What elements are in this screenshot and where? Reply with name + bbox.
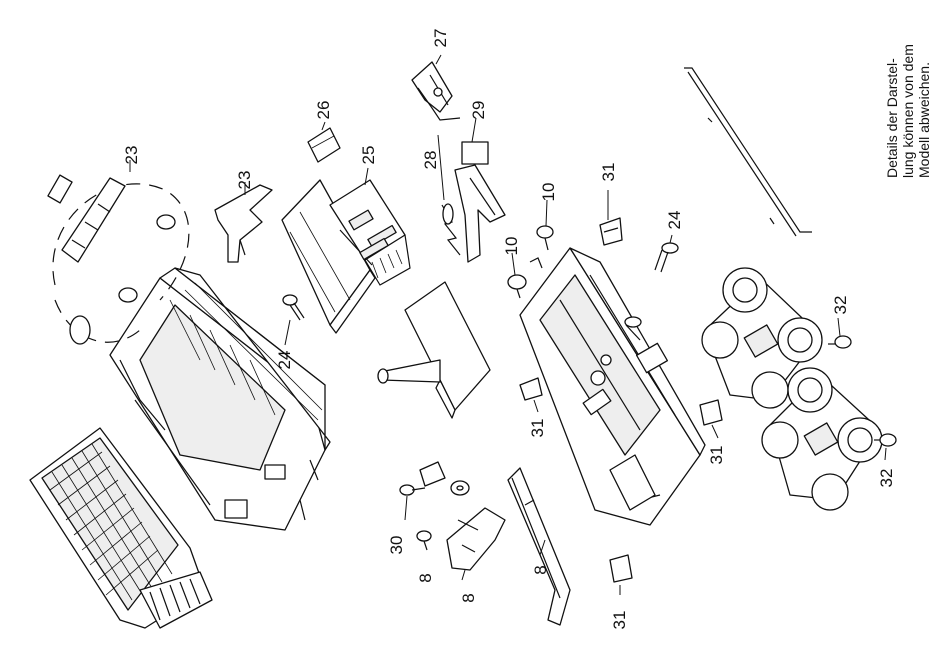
part-26-chip <box>308 128 340 162</box>
part-23-bracket <box>215 185 272 262</box>
label-23-b: 23 <box>235 171 254 190</box>
label-8-c: 8 <box>531 565 550 574</box>
label-32-b: 32 <box>877 469 896 488</box>
chassis-frame <box>520 248 705 525</box>
disclaimer-note: Details der Darstel- lung können von dem… <box>884 44 932 178</box>
handrail-rod <box>684 68 812 236</box>
part-31-clip-a <box>600 218 622 245</box>
label-28: 28 <box>421 151 440 170</box>
label-8-a: 8 <box>416 573 435 582</box>
label-31-a: 31 <box>599 163 618 182</box>
label-24-a: 24 <box>275 351 294 370</box>
part-8-long-bracket <box>508 468 570 625</box>
label-27: 27 <box>431 29 450 48</box>
part-28-spring <box>442 204 460 255</box>
part-31-clip-b <box>520 378 542 400</box>
part-31-clip-d <box>610 555 632 582</box>
part-30-screw <box>400 485 425 495</box>
label-31-d: 31 <box>610 611 629 630</box>
lever-and-washer <box>420 462 469 495</box>
label-8-b: 8 <box>459 593 478 602</box>
part-24-screw-b <box>655 243 678 272</box>
part-8-step <box>447 508 505 570</box>
label-32-a: 32 <box>831 296 850 315</box>
part-32-screw-a <box>828 336 851 348</box>
ballast-plate <box>378 282 490 418</box>
part-24-screw-a <box>283 295 304 320</box>
note-line-1: Details der Darstel- <box>884 58 900 178</box>
note-line-3: Modell abweichen. <box>916 62 932 178</box>
part-10-pin-a <box>537 226 553 250</box>
part-29-coupler <box>455 142 505 262</box>
part-31-clip-c <box>700 400 722 425</box>
label-10-b: 10 <box>502 237 521 256</box>
label-24-b: 24 <box>665 211 684 230</box>
label-31-b: 31 <box>528 419 547 438</box>
label-25: 25 <box>359 146 378 165</box>
label-26: 26 <box>314 101 333 120</box>
label-10-a: 10 <box>539 183 558 202</box>
label-23-a: 23 <box>122 146 141 165</box>
note-line-2: lung können von dem <box>900 44 916 178</box>
label-29: 29 <box>469 101 488 120</box>
label-30: 30 <box>387 536 406 555</box>
part-8-pin <box>417 531 431 550</box>
label-31-c: 31 <box>707 446 726 465</box>
part-27-coupler-head <box>412 62 460 120</box>
